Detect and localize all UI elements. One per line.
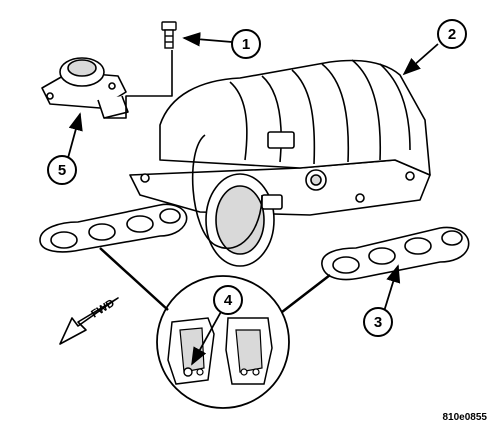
callout-2: 2 — [437, 19, 467, 49]
intake-manifold — [129, 59, 431, 267]
callout-3-number: 3 — [374, 314, 382, 331]
gasket-left — [39, 203, 188, 253]
callout-4-number: 4 — [224, 292, 233, 309]
gasket-right — [321, 226, 470, 281]
egr-valve-component — [41, 50, 173, 119]
callout-1-number: 1 — [242, 36, 250, 53]
callout-1: 1 — [231, 29, 261, 59]
callout-5-number: 5 — [58, 162, 66, 179]
figure-id: 810e0855 — [442, 412, 488, 423]
callout-3: 3 — [363, 307, 393, 337]
detail-inset — [99, 247, 331, 409]
forward-arrow: FWD — [59, 297, 119, 345]
callout-4: 4 — [213, 285, 243, 315]
callout-5: 5 — [47, 155, 77, 185]
mounting-bolt — [161, 21, 177, 49]
callout-2-number: 2 — [448, 26, 456, 43]
